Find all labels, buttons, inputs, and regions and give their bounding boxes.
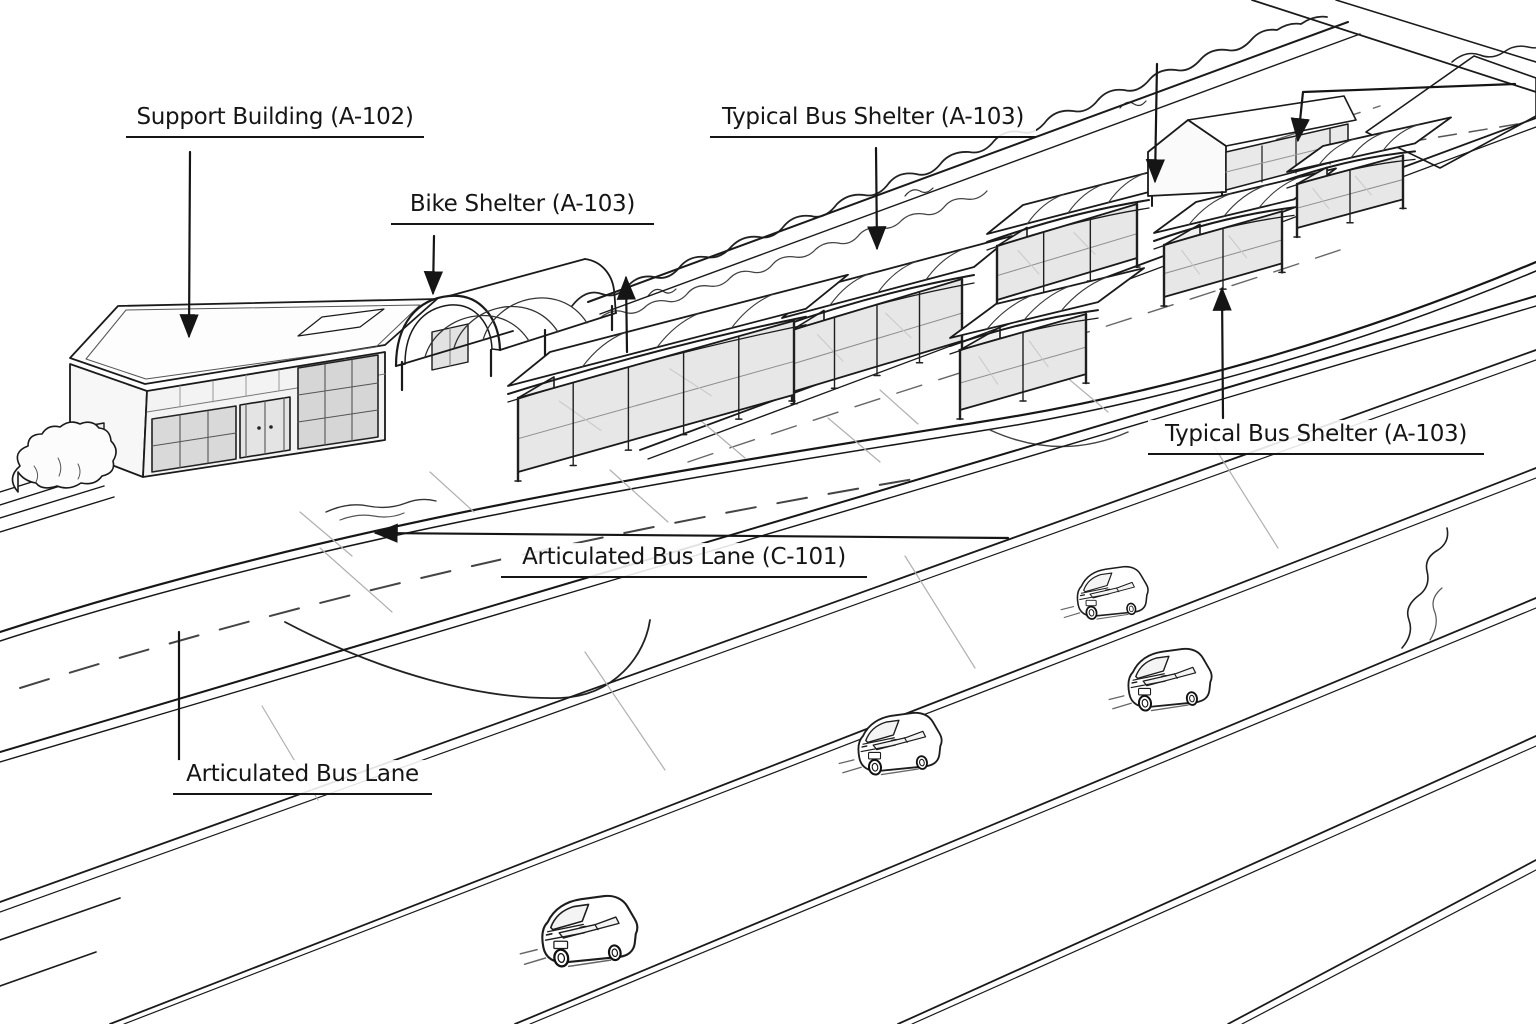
cars: [519, 565, 1213, 969]
label-typical-bus-shelter-right: Typical Bus Shelter (A-103): [1148, 420, 1484, 455]
shrub: [11, 421, 437, 521]
label-support-building: Support Building (A-102): [126, 103, 424, 138]
label-bike-shelter: Bike Shelter (A-103): [391, 190, 654, 225]
bus-shelter-near-4: [1286, 116, 1452, 239]
bus-shelter-near-1: [507, 273, 849, 483]
far-platform-back-edge: [587, 21, 1361, 315]
bike-shelter: [394, 258, 617, 392]
articulated-bus-lanes: [19, 417, 1129, 699]
leader-bike-shelter: [423, 234, 444, 296]
car-3: [1060, 565, 1149, 621]
car-4: [1108, 647, 1213, 713]
bus-shelter-far-1: [781, 235, 1013, 403]
leader-bus-lane-c101: [373, 523, 1010, 543]
leader-far-shelter-b: [1290, 82, 1517, 143]
leader-far-bus-lane: [616, 275, 636, 354]
car-2: [838, 711, 943, 777]
far-roadway: [1243, 0, 1536, 169]
label-typical-bus-shelter-top: Typical Bus Shelter (A-103): [710, 103, 1036, 138]
leader-bus-shelter-top: [867, 146, 887, 251]
label-articulated-bus-lane: Articulated Bus Lane: [173, 760, 432, 795]
support-building: [69, 298, 438, 478]
bus-shelter-near-2: [949, 267, 1145, 421]
vegetation-band: [571, 15, 1536, 649]
bus-shelter-far-2: [986, 162, 1186, 311]
leader-support-building: [179, 150, 199, 339]
car-1: [519, 894, 639, 969]
leader-lines: [177, 62, 1517, 762]
leader-far-shelter-a: [1145, 62, 1166, 184]
label-articulated-bus-lane-c101: Articulated Bus Lane (C-101): [501, 543, 867, 578]
leader-bus-shelter-right: [1212, 286, 1232, 420]
bus-shelter-near-3: [1153, 167, 1337, 308]
